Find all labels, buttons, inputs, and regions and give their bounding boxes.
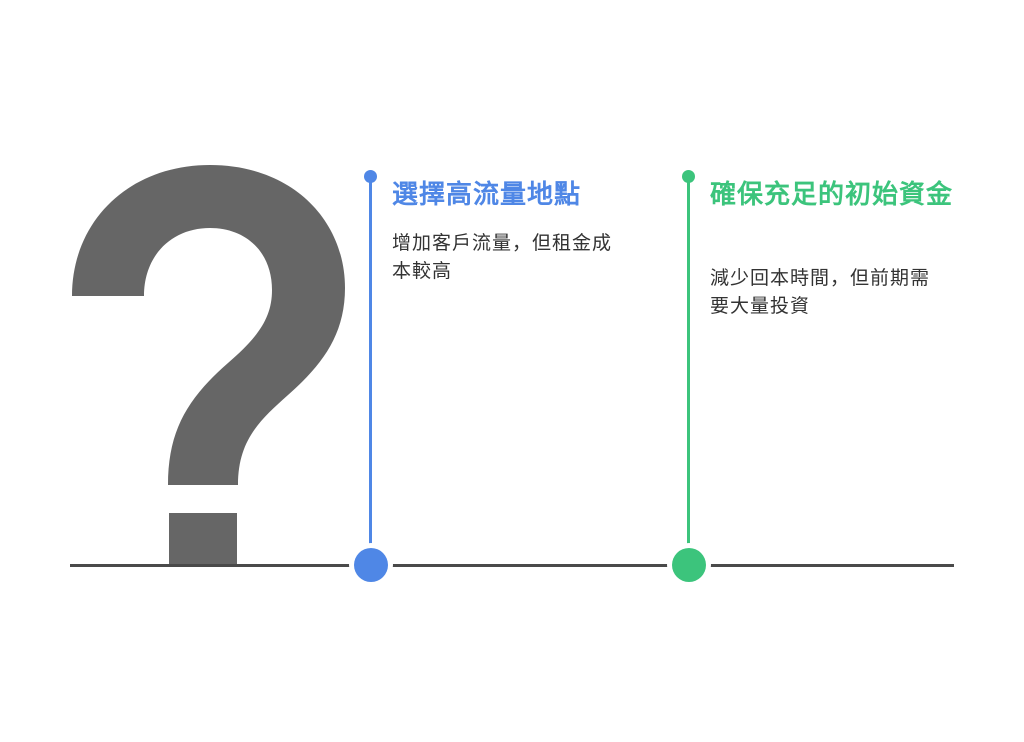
timeline-axis — [70, 564, 954, 567]
option-2-description: 減少回本時間，但前期需要大量投資 — [710, 267, 931, 317]
option-1-node — [354, 548, 388, 582]
option-1-stem — [369, 176, 372, 566]
option-2-title: 確保充足的初始資金 — [710, 180, 954, 210]
option-2-stem-dot — [682, 170, 695, 183]
question-mark-icon — [72, 165, 345, 565]
option-2-stem — [687, 176, 690, 566]
option-1-description: 增加客戶流量，但租金成本較高 — [392, 232, 613, 282]
option-1-stem-dot — [364, 170, 377, 183]
option-2-node — [672, 548, 706, 582]
option-1-title: 選擇高流量地點 — [392, 180, 582, 210]
